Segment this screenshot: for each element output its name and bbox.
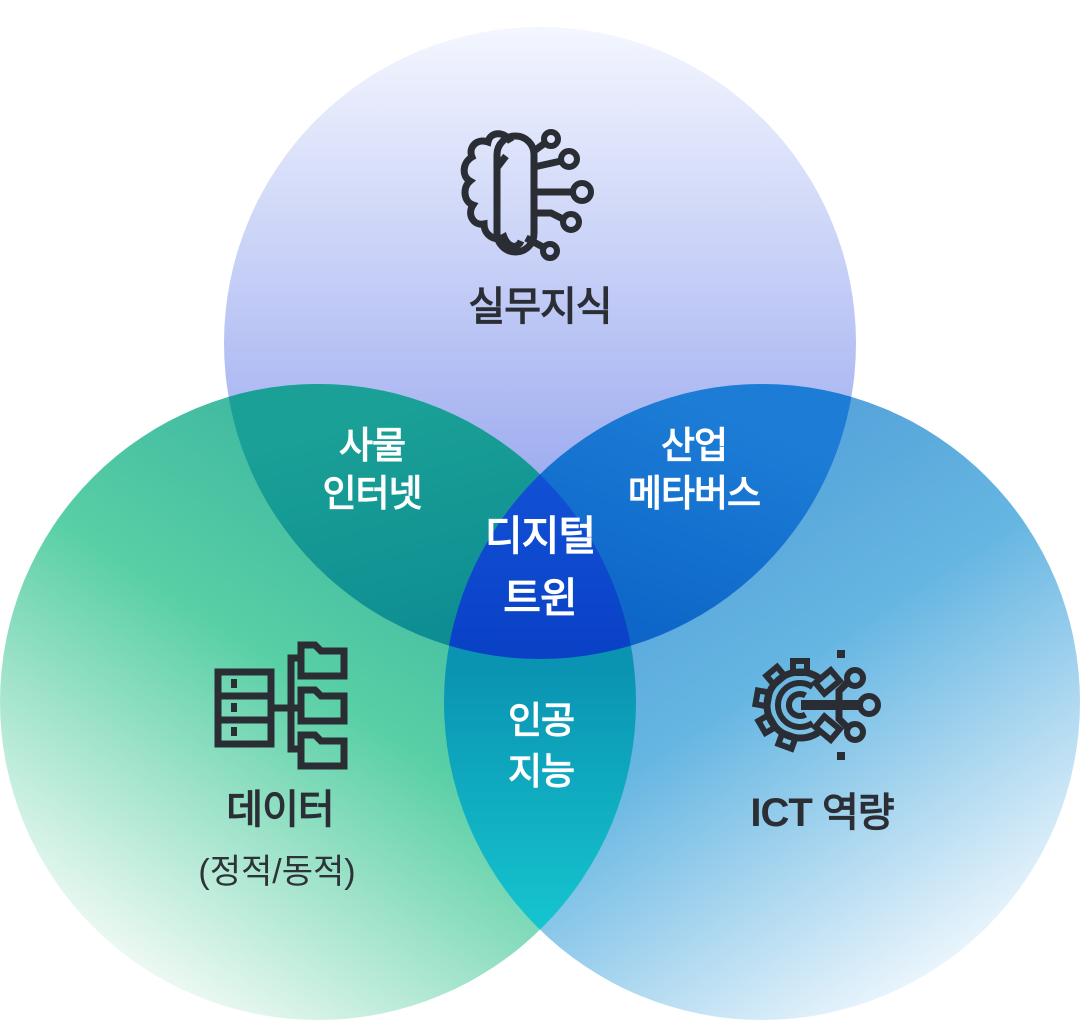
data-folder-tree-icon [214,641,348,770]
label-iot-line1: 사물 [338,425,406,466]
brain-circuit-icon [460,129,594,261]
label-iot-line2: 인터넷 [322,473,422,514]
label-data-sublabel: (정적/동적) [198,852,356,891]
label-ai-line1: 인공 [507,700,575,741]
label-digital-twin: 디지털 트윈 [484,505,596,629]
label-metaverse-line1: 산업 [660,425,728,466]
label-data: 데이터 [226,788,334,832]
label-ai: 인공 지능 [507,695,575,797]
label-ai-line2: 지능 [507,751,575,792]
overlap-iot [224,384,636,659]
label-industrial-metaverse: 산업 메타버스 [627,422,761,518]
overlap-industrial-metaverse [444,384,856,659]
gear-circuit-icon [751,650,881,760]
label-practical-knowledge: 실무지식 [468,285,612,329]
label-metaverse-line2: 메타버스 [627,473,761,514]
label-ict: ICT 역량 [750,791,894,835]
label-iot: 사물 인터넷 [322,422,422,518]
label-digital-twin-line1: 디지털 [484,513,596,559]
label-digital-twin-line2: 트윈 [503,575,577,621]
